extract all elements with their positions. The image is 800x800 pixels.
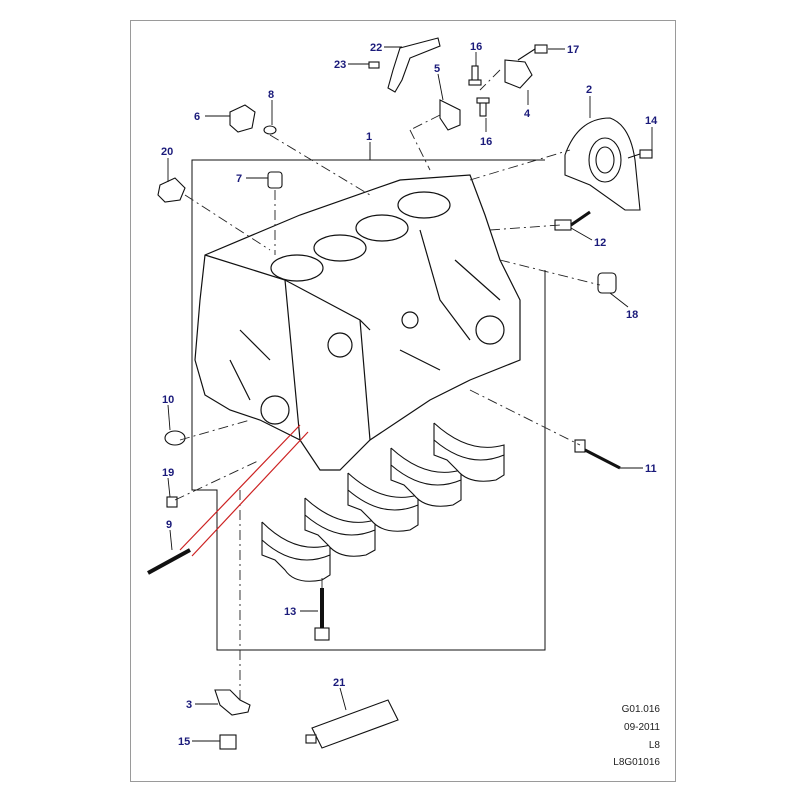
callout-labels: 22 23 16 17 5 4 16 6 8 2 14 1 20 7 12 18… [161, 41, 658, 748]
callout-16-top: 16 [470, 41, 482, 53]
callout-21: 21 [333, 677, 345, 689]
callout-9: 9 [166, 519, 172, 531]
callout-14: 14 [645, 115, 658, 127]
callout-17: 17 [567, 44, 579, 56]
callout-20: 20 [161, 146, 173, 158]
callout-13: 13 [284, 606, 296, 618]
diagram-reference: G01.016 [621, 704, 660, 715]
insertion-path [179, 424, 309, 557]
callout-7: 7 [236, 173, 242, 185]
rear-oil-seal [564, 117, 641, 211]
callout-1: 1 [366, 131, 372, 143]
callout-15: 15 [178, 736, 190, 748]
callout-22: 22 [370, 42, 382, 54]
callout-8: 8 [268, 89, 274, 101]
callout-10: 10 [162, 394, 174, 406]
leader-lines-dashed [174, 69, 601, 700]
callout-11: 11 [645, 463, 657, 475]
callout-19: 19 [162, 467, 174, 479]
callout-leaders [167, 46, 653, 742]
callout-3: 3 [186, 699, 192, 711]
callout-18: 18 [626, 309, 638, 321]
callout-6: 6 [194, 111, 200, 123]
diagram-code: L8G01016 [613, 757, 660, 768]
callout-4: 4 [524, 108, 531, 120]
callout-2: 2 [586, 84, 592, 96]
callout-12: 12 [594, 237, 606, 249]
small-parts [147, 37, 653, 750]
bearing-caps [261, 422, 505, 582]
callout-16-mid: 16 [480, 136, 492, 148]
cylinder-block [194, 174, 521, 471]
callout-23: 23 [334, 59, 346, 71]
callout-5: 5 [434, 63, 440, 75]
diagram-model: L8 [648, 740, 660, 751]
assembly-outline [191, 150, 546, 651]
diagram-frame [130, 20, 676, 782]
diagram-date: 09-2011 [624, 722, 660, 733]
